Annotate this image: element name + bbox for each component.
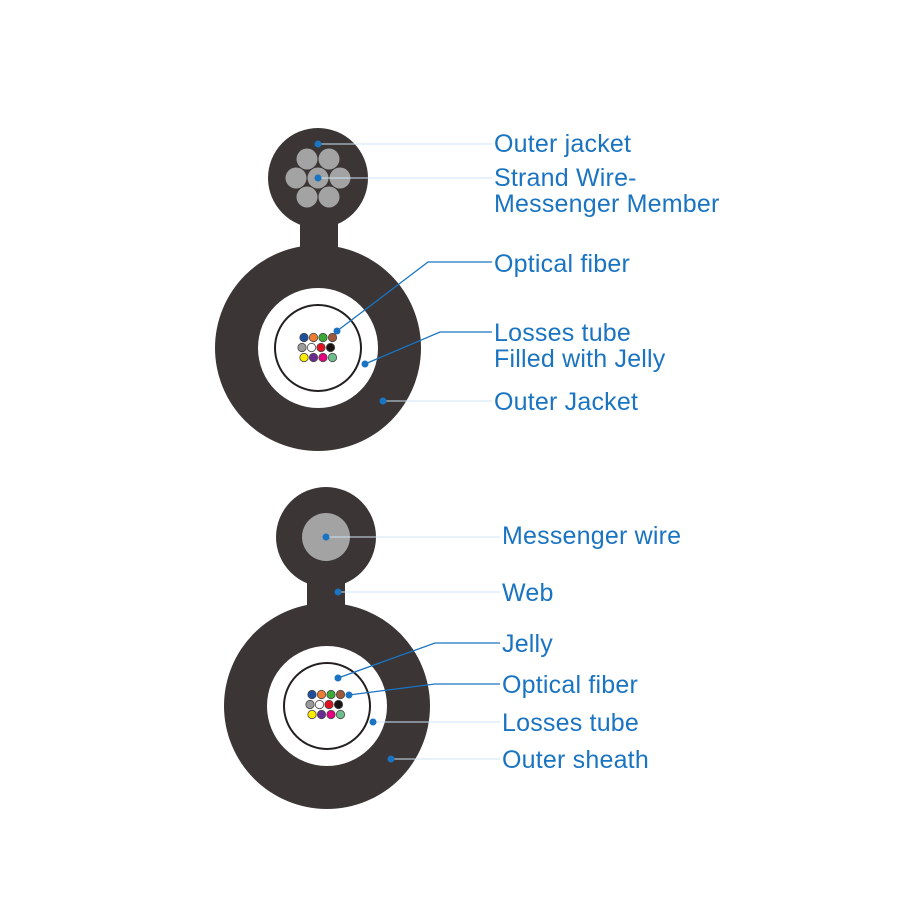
leader-dot — [314, 174, 322, 182]
optical-fiber-strand — [299, 352, 309, 363]
optical-fiber-strand — [325, 342, 336, 353]
optical-fiber-strand — [326, 709, 336, 720]
optical-fiber-strand — [333, 699, 344, 710]
label-line: Messenger Member — [494, 190, 720, 218]
leader-dot — [387, 755, 395, 763]
optical-fiber-strand — [308, 352, 319, 363]
optical-fiber-strand — [318, 352, 328, 363]
strand-wire — [318, 148, 340, 170]
optical-fiber-strand — [308, 332, 319, 343]
label-outer-sheath: Outer sheath — [502, 747, 649, 773]
optical-fiber-strand — [316, 709, 327, 720]
optical-fiber-strand — [318, 332, 328, 343]
strand-wire — [296, 148, 318, 170]
leader-dot — [334, 674, 342, 682]
leader-dot — [379, 397, 387, 405]
leader-dot — [369, 718, 377, 726]
optical-fiber-strand — [299, 332, 309, 343]
label-line: Losses tube — [494, 319, 632, 347]
leader-line — [337, 642, 500, 679]
optical-fiber-strand — [297, 342, 307, 353]
cable-diagram-2 — [224, 487, 500, 809]
optical-fiber-strand — [326, 689, 336, 700]
label-line: Optical fiber — [502, 671, 638, 699]
optical-fibers — [305, 689, 346, 720]
leader-dot — [345, 691, 353, 699]
label-losses-tube-filled-with-jelly: Losses tube Filled with Jelly — [494, 320, 666, 372]
strand-wire — [285, 167, 307, 189]
label-line: Strand Wire- — [494, 164, 637, 192]
optical-fibers — [297, 332, 338, 363]
leader-dot — [314, 140, 322, 148]
label-outer-jacket-bottom: Outer Jacket — [494, 389, 638, 415]
leader-dot — [334, 588, 342, 596]
optical-fiber-strand — [306, 342, 317, 353]
label-line: Outer sheath — [502, 746, 649, 774]
optical-fiber-strand — [335, 709, 346, 720]
leader-dot — [333, 327, 341, 335]
label-line: Filled with Jelly — [494, 345, 666, 373]
label-line: Optical fiber — [494, 250, 630, 278]
label-jelly: Jelly — [502, 631, 553, 657]
label-web: Web — [502, 580, 554, 606]
optical-fiber-strand — [327, 332, 338, 343]
label-line: Outer jacket — [494, 130, 632, 158]
leader-line — [348, 683, 500, 696]
label-optical-fiber: Optical fiber — [494, 251, 630, 277]
optical-fiber-strand — [307, 709, 317, 720]
label-strand-wire-messenger-member: Strand Wire- Messenger Member — [494, 165, 720, 217]
label-line: Web — [502, 579, 554, 607]
label-outer-jacket: Outer jacket — [494, 131, 631, 157]
optical-fiber-strand — [335, 689, 346, 700]
label-optical-fiber-2: Optical fiber — [502, 672, 638, 698]
strand-wire — [318, 186, 340, 208]
strand-wires — [285, 148, 351, 208]
label-line: Outer Jacket — [494, 388, 639, 416]
leader-dot — [361, 360, 369, 368]
optical-fiber-strand — [307, 689, 317, 700]
optical-fiber-strand — [305, 699, 315, 710]
optical-fiber-strand — [314, 699, 325, 710]
label-line: Losses tube — [502, 709, 640, 737]
leader-dot — [322, 533, 330, 541]
label-messenger-wire: Messenger wire — [502, 523, 681, 549]
cable-diagram-1 — [215, 128, 492, 451]
leader-line — [336, 261, 492, 332]
label-losses-tube: Losses tube — [502, 710, 639, 736]
optical-fiber-strand — [316, 342, 326, 353]
optical-fiber-strand — [316, 689, 327, 700]
optical-fiber-strand — [327, 352, 338, 363]
leader-line — [364, 331, 492, 365]
strand-wire — [296, 186, 318, 208]
optical-fiber-strand — [324, 699, 334, 710]
label-line: Messenger wire — [502, 522, 682, 550]
label-line: Jelly — [502, 630, 554, 658]
